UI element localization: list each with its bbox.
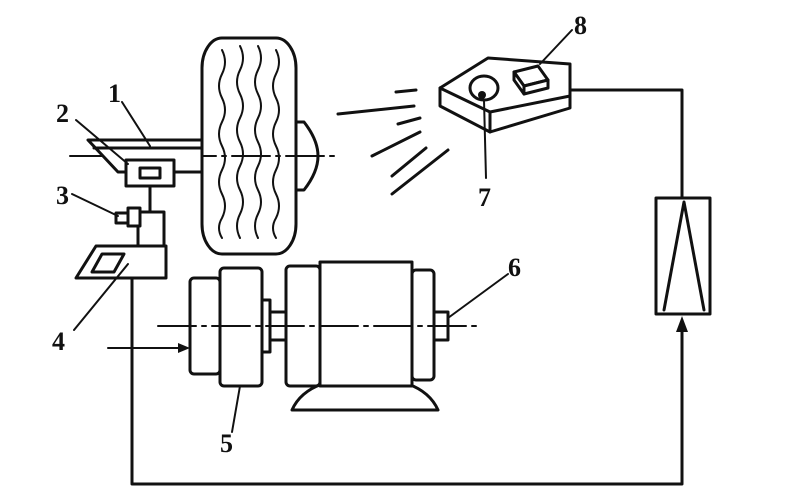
- strobe-lamp: [468, 74, 500, 102]
- label-2: 2: [56, 99, 69, 128]
- label-3: 3: [56, 181, 69, 210]
- amplifier: [654, 196, 712, 316]
- return-wire: [130, 276, 684, 486]
- tire: [200, 36, 298, 256]
- leader-lines: [71, 29, 573, 433]
- label-4: 4: [52, 327, 65, 356]
- return-arrowhead: [676, 316, 688, 332]
- sensor-base-window: [90, 252, 126, 274]
- adjuster-knob: [114, 206, 142, 228]
- input-arrowhead: [178, 343, 190, 353]
- label-1: 1: [108, 79, 121, 108]
- sensor-block: [136, 210, 166, 248]
- label-6: 6: [508, 253, 521, 282]
- motor: [284, 260, 440, 412]
- sensor-clamp-inner: [138, 166, 162, 180]
- signal-wire: [568, 88, 684, 200]
- label-8: 8: [574, 11, 587, 40]
- strobe-unit: [438, 56, 572, 134]
- display-panel: [512, 64, 550, 96]
- label-7: 7: [478, 183, 491, 212]
- strobe-beams: [336, 88, 450, 196]
- label-5: 5: [220, 429, 233, 458]
